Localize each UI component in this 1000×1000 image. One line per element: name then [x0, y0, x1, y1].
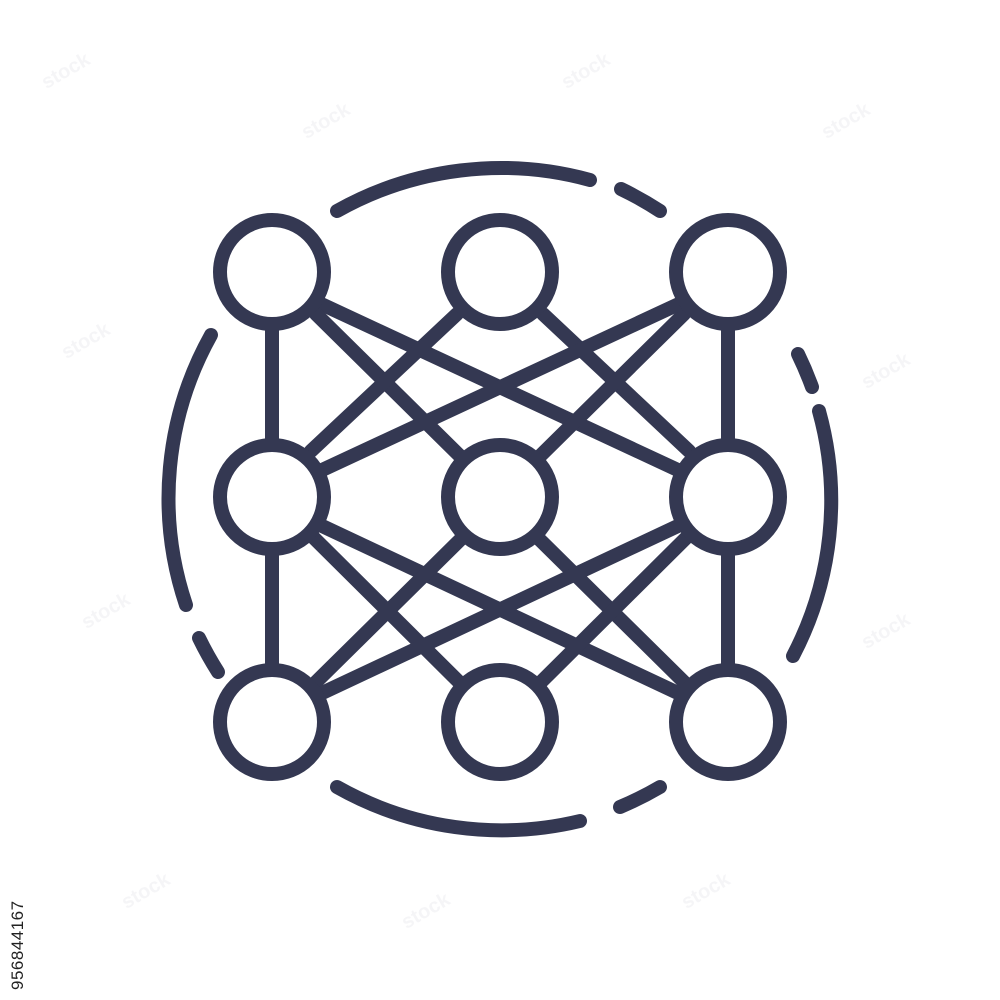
edge [313, 296, 688, 478]
ring-arc [791, 347, 819, 394]
node-middle-center [441, 438, 559, 556]
ring-arc [613, 780, 667, 814]
ring-arc [786, 404, 839, 663]
ring-arc [614, 182, 667, 218]
node-bottom-right [669, 663, 787, 781]
edge [304, 528, 472, 694]
node-bottom-left [213, 663, 331, 781]
ring-arc [330, 780, 587, 838]
node-middle-left [213, 438, 331, 556]
node-middle-right [669, 438, 787, 556]
nodes [213, 213, 787, 781]
node-bottom-center [441, 663, 559, 781]
edge [529, 529, 695, 694]
image-id-label: 956844167 [8, 900, 27, 990]
ring-arc [161, 328, 218, 612]
node-top-center [441, 213, 559, 331]
edge [309, 307, 473, 469]
ring-arc [330, 161, 597, 218]
edge [313, 518, 687, 701]
ring-arc [192, 631, 225, 679]
outer-dashed-ring [161, 161, 839, 838]
node-top-left [213, 213, 331, 331]
node-top-right [669, 213, 787, 331]
connections [265, 296, 735, 701]
edge [527, 307, 691, 469]
edge [304, 307, 464, 458]
